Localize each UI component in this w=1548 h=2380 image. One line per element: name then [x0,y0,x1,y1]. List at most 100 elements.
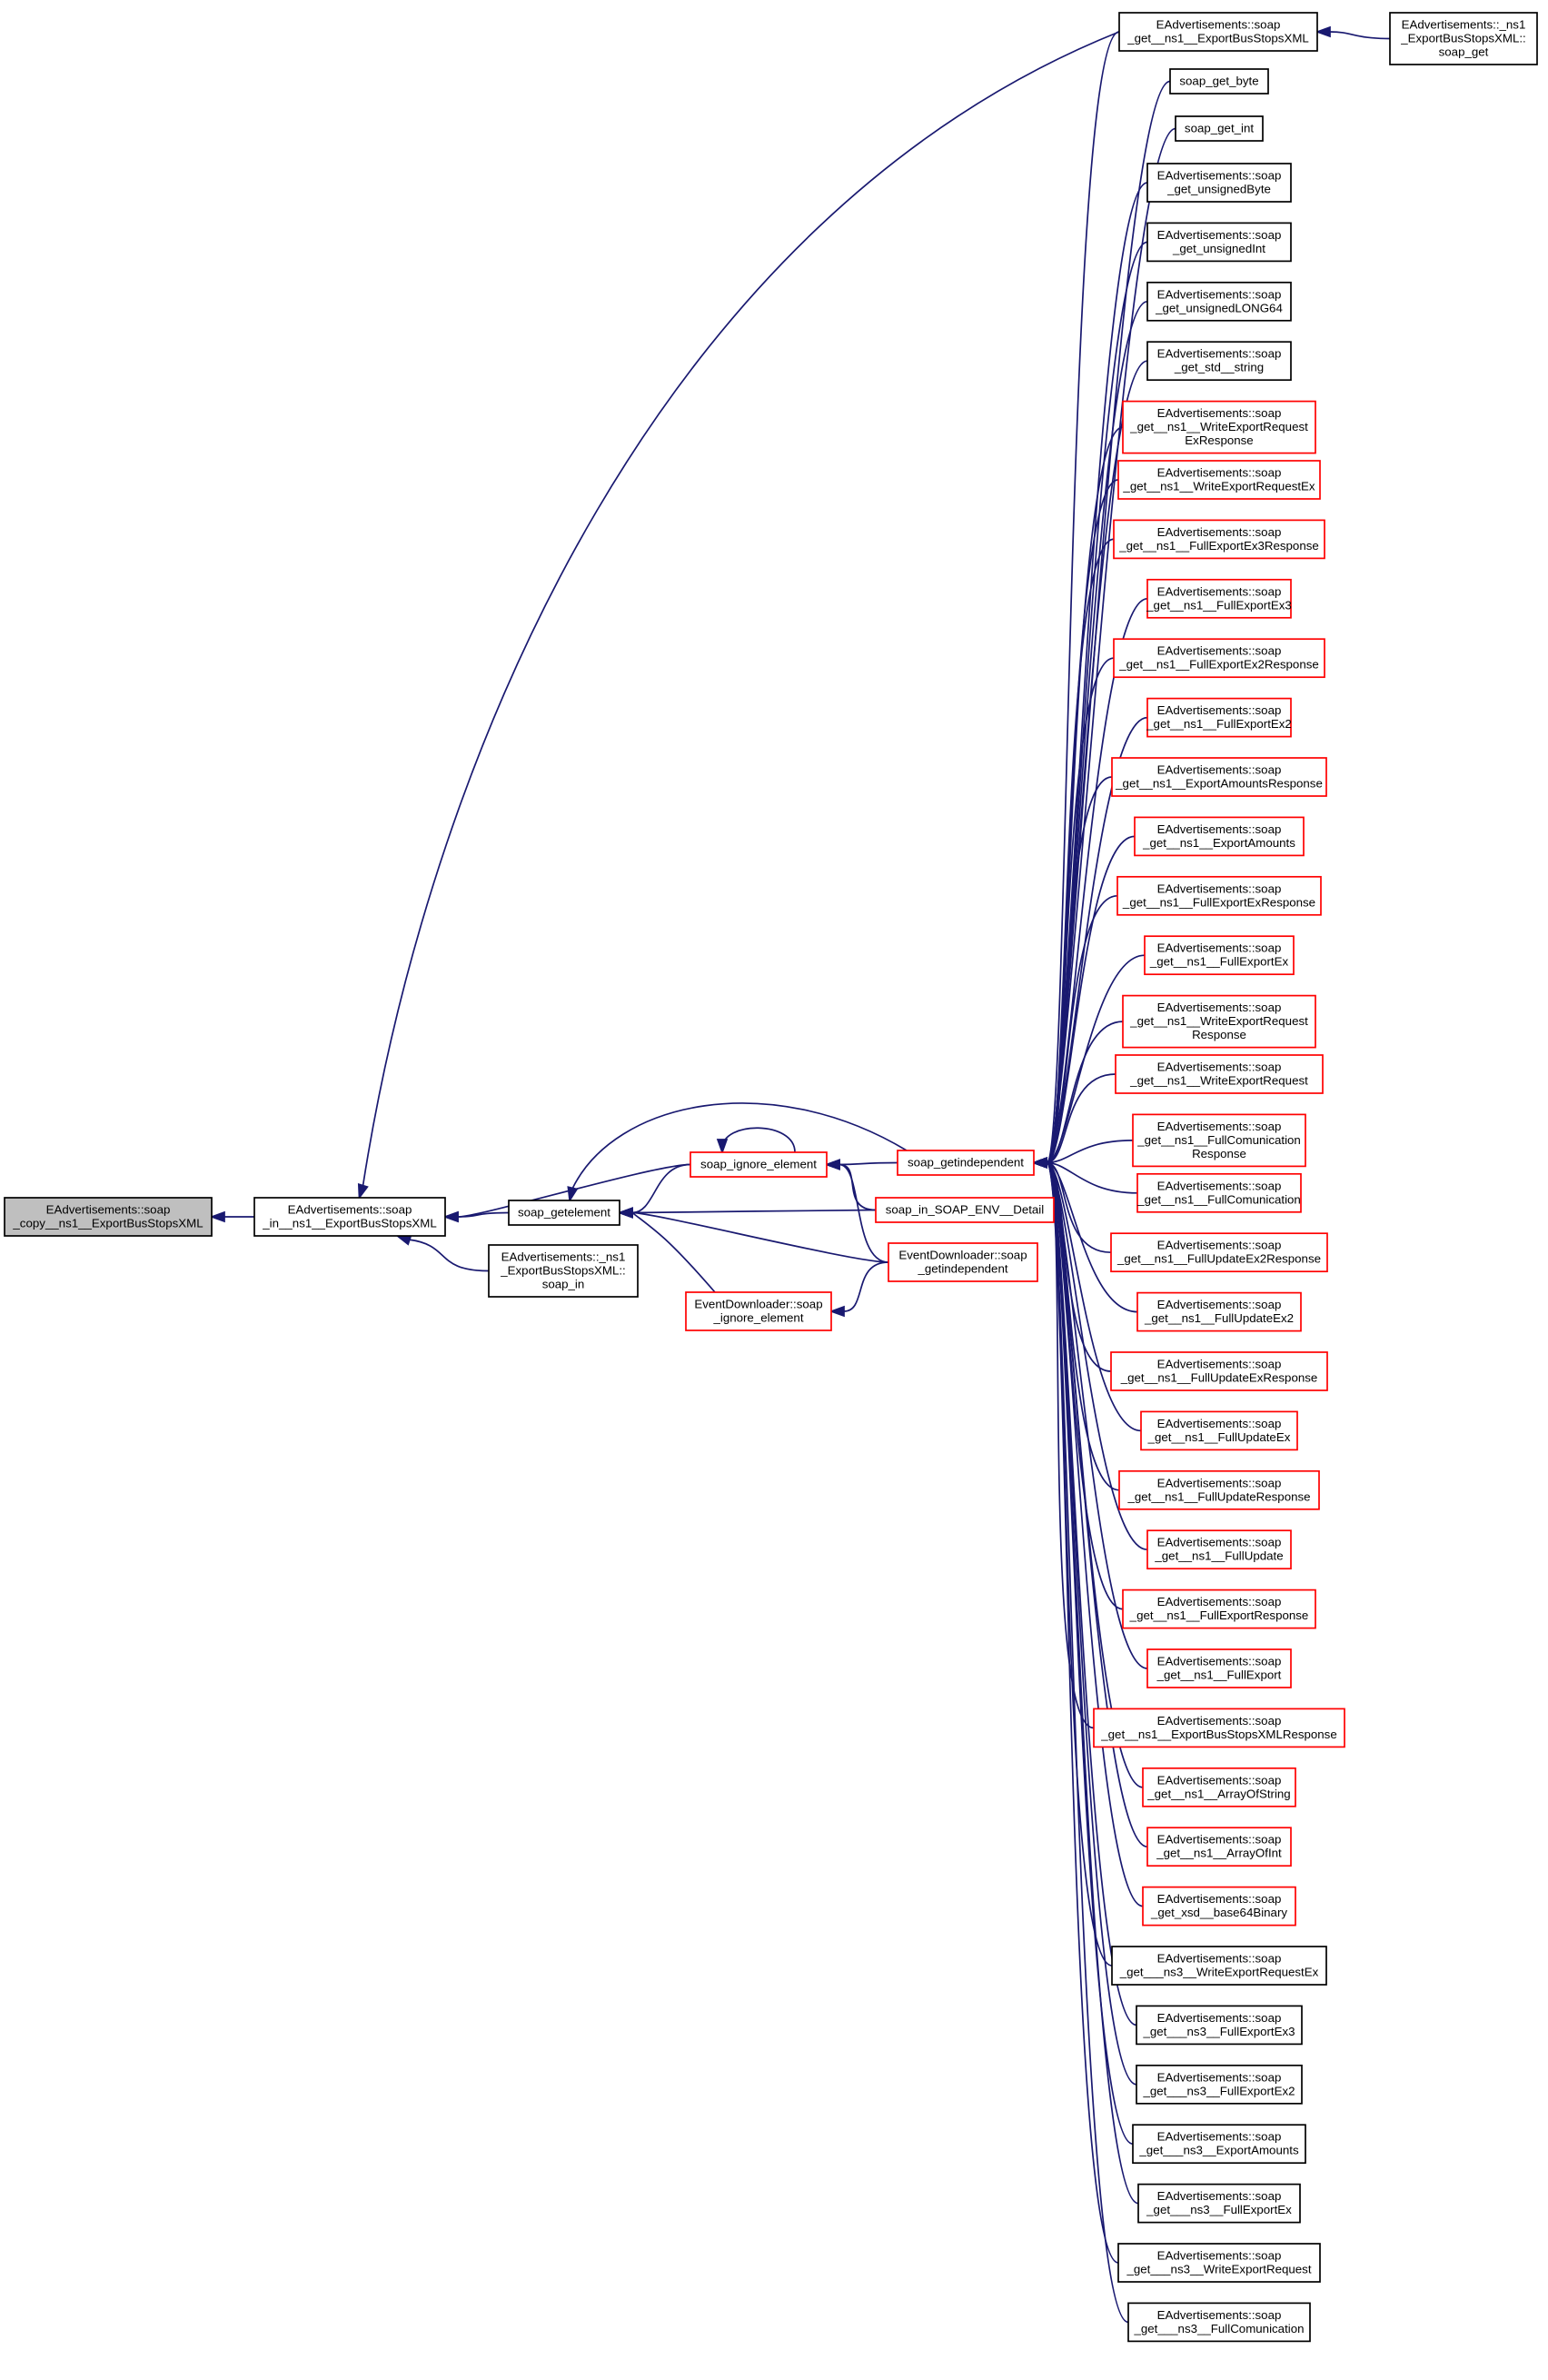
node-box[interactable] [1113,638,1325,679]
node-box[interactable] [1175,115,1264,142]
graph-node-n6[interactable]: EAdvertisements::soap_get__ns1__FullExpo… [1146,697,1292,738]
node-box[interactable] [1132,2124,1306,2165]
node-box[interactable] [888,1242,1038,1282]
node-box[interactable] [685,1291,832,1331]
graph-node-getindependent[interactable]: soap_getindependent [897,1150,1035,1176]
graph-node-n13[interactable]: EAdvertisements::soap_get__ns1__FullComu… [1132,1113,1306,1168]
graph-node-n32[interactable]: EAdvertisements::soap_get___ns3__WriteEx… [1117,2243,1321,2283]
node-box[interactable] [1146,1648,1292,1688]
node-box[interactable] [1093,1708,1345,1748]
node-box[interactable] [1146,697,1292,738]
graph-node-n8[interactable]: EAdvertisements::soap_get__ns1__ExportAm… [1134,816,1305,857]
graph-node-export_soap_in[interactable]: EAdvertisements::_ns1_ExportBusStopsXML:… [488,1244,639,1298]
graph-node-n23[interactable]: EAdvertisements::soap_get__ns1__ExportBu… [1093,1708,1345,1748]
graph-node-n27[interactable]: EAdvertisements::soap_get___ns3__WriteEx… [1111,1946,1327,1986]
node-box[interactable] [1110,1232,1328,1273]
graph-node-n12[interactable]: EAdvertisements::soap_get__ns1__WriteExp… [1115,1054,1324,1094]
graph-node-n28[interactable]: EAdvertisements::soap_get___ns3__FullExp… [1136,2005,1303,2046]
graph-node-n10[interactable]: EAdvertisements::soap_get__ns1__FullExpo… [1144,935,1295,976]
node-box[interactable] [1146,222,1292,263]
node-box[interactable] [1113,519,1325,560]
graph-node-ed_getindependent[interactable]: EventDownloader::soap_getindependent [888,1242,1038,1282]
graph-node-n5[interactable]: EAdvertisements::soap_get__ns1__FullExpo… [1113,638,1325,679]
node-box[interactable] [1137,2183,1301,2224]
node-box[interactable] [1134,816,1305,857]
graph-node-n2[interactable]: EAdvertisements::soap_get__ns1__WriteExp… [1117,460,1321,500]
node-box[interactable] [1132,1113,1306,1168]
node-box[interactable] [1136,2064,1303,2105]
node-box[interactable] [488,1244,639,1298]
graph-node-n1[interactable]: EAdvertisements::soap_get__ns1__WriteExp… [1122,400,1316,454]
graph-node-n16[interactable]: EAdvertisements::soap_get__ns1__FullUpda… [1136,1291,1302,1332]
node-box[interactable] [1142,1767,1296,1807]
node-box[interactable] [1136,2005,1303,2046]
graph-node-n20[interactable]: EAdvertisements::soap_get__ns1__FullUpda… [1146,1529,1292,1570]
node-box[interactable] [1117,2243,1321,2283]
node-box[interactable] [1118,12,1318,52]
node-box[interactable] [1118,1469,1320,1510]
graph-node-getelement[interactable]: soap_getelement [508,1200,620,1226]
graph-node-n24[interactable]: EAdvertisements::soap_get__ns1__ArrayOfS… [1142,1767,1296,1807]
graph-node-in_export[interactable]: EAdvertisements::soap_in__ns1__ExportBus… [253,1197,446,1237]
graph-node-n3[interactable]: EAdvertisements::soap_get__ns1__FullExpo… [1113,519,1325,560]
node-box[interactable] [1110,1351,1328,1391]
graph-node-n31[interactable]: EAdvertisements::soap_get___ns3__FullExp… [1137,2183,1301,2224]
graph-node-n4[interactable]: EAdvertisements::soap_get__ns1__FullExpo… [1146,578,1292,619]
node-box[interactable] [1111,1946,1327,1986]
graph-node-get_uint[interactable]: EAdvertisements::soap_get_unsignedInt [1146,222,1292,263]
node-box[interactable] [1146,1529,1292,1570]
node-box[interactable] [1115,1054,1324,1094]
graph-node-n25[interactable]: EAdvertisements::soap_get__ns1__ArrayOfI… [1146,1827,1292,1867]
node-box[interactable] [1127,2302,1311,2343]
graph-node-n19[interactable]: EAdvertisements::soap_get__ns1__FullUpda… [1118,1469,1320,1510]
graph-node-n11[interactable]: EAdvertisements::soap_get__ns1__WriteExp… [1122,994,1316,1049]
graph-node-n30[interactable]: EAdvertisements::soap_get___ns3__ExportA… [1132,2124,1306,2165]
node-box[interactable] [1122,994,1316,1049]
node-box[interactable] [1146,341,1292,382]
node-box[interactable] [1116,875,1322,916]
node-box[interactable] [1122,1588,1316,1629]
graph-node-get_ulong[interactable]: EAdvertisements::soap_get_unsignedLONG64 [1146,281,1292,322]
graph-node-n17[interactable]: EAdvertisements::soap_get__ns1__FullUpda… [1110,1351,1328,1391]
node-box[interactable] [4,1197,213,1237]
node-box[interactable] [1146,1827,1292,1867]
node-box[interactable] [690,1151,828,1178]
node-box[interactable] [1146,578,1292,619]
node-box[interactable] [1144,935,1295,976]
graph-node-n26[interactable]: EAdvertisements::soap_get_xsd__base64Bin… [1142,1886,1296,1927]
node-box[interactable] [1146,281,1292,322]
graph-node-get_export_bus[interactable]: EAdvertisements::soap_get__ns1__ExportBu… [1118,12,1318,52]
node-box[interactable] [1140,1410,1298,1451]
node-box[interactable] [253,1197,446,1237]
graph-node-get_string[interactable]: EAdvertisements::soap_get_std__string [1146,341,1292,382]
graph-node-n29[interactable]: EAdvertisements::soap_get___ns3__FullExp… [1136,2064,1303,2105]
graph-node-n18[interactable]: EAdvertisements::soap_get__ns1__FullUpda… [1140,1410,1298,1451]
node-box[interactable] [1117,460,1321,500]
node-box[interactable] [1111,757,1327,797]
graph-node-n21[interactable]: EAdvertisements::soap_get__ns1__FullExpo… [1122,1588,1316,1629]
node-box[interactable] [1146,163,1292,203]
graph-node-n14[interactable]: EAdvertisements::soap_get__ns1__FullComu… [1136,1172,1302,1213]
graph-node-soap_in_detail[interactable]: soap_in_SOAP_ENV__Detail [875,1197,1055,1223]
node-box[interactable] [1169,68,1269,95]
node-box[interactable] [897,1150,1035,1176]
graph-node-n22[interactable]: EAdvertisements::soap_get__ns1__FullExpo… [1146,1648,1292,1688]
graph-node-get_byte[interactable]: soap_get_byte [1169,68,1269,95]
graph-node-n7[interactable]: EAdvertisements::soap_get__ns1__ExportAm… [1111,757,1327,797]
graph-node-get_ubyte[interactable]: EAdvertisements::soap_get_unsignedByte [1146,163,1292,203]
node-box[interactable] [508,1200,620,1226]
graph-node-n15[interactable]: EAdvertisements::soap_get__ns1__FullUpda… [1110,1232,1328,1273]
graph-node-get_int[interactable]: soap_get_int [1175,115,1264,142]
graph-node-n33[interactable]: EAdvertisements::soap_get___ns3__FullCom… [1127,2302,1311,2343]
node-box[interactable] [1122,400,1316,454]
graph-node-ed_ignore[interactable]: EventDownloader::soap_ignore_element [685,1291,832,1331]
graph-node-export_soap_get[interactable]: EAdvertisements::_ns1_ExportBusStopsXML:… [1389,12,1538,65]
graph-node-n9[interactable]: EAdvertisements::soap_get__ns1__FullExpo… [1116,875,1322,916]
node-box[interactable] [1142,1886,1296,1927]
node-box[interactable] [1136,1172,1302,1213]
node-box[interactable] [1136,1291,1302,1332]
graph-node-ignore_element[interactable]: soap_ignore_element [690,1151,828,1178]
node-box[interactable] [875,1197,1055,1223]
graph-node-root[interactable]: EAdvertisements::soap_copy__ns1__ExportB… [4,1197,213,1237]
node-box[interactable] [1389,12,1538,65]
